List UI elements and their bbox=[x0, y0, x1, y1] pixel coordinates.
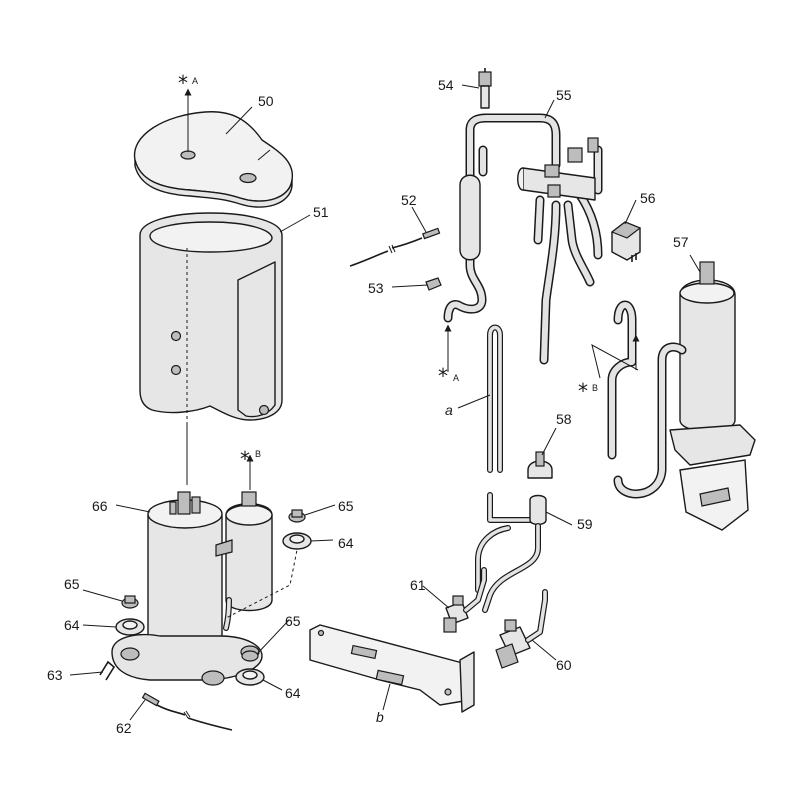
callout-b: b bbox=[376, 709, 384, 725]
part-61-service-valve bbox=[443, 567, 487, 633]
callout-66: 66 bbox=[92, 498, 108, 514]
callout-64-right-top: 64 bbox=[338, 535, 354, 551]
marker-a-pipe: * A bbox=[438, 324, 459, 388]
marker-b-compressor: * B bbox=[240, 447, 261, 490]
svg-text:*: * bbox=[438, 364, 448, 388]
svg-text:B: B bbox=[592, 383, 598, 393]
part-59-strainer bbox=[475, 492, 547, 613]
part-64-grommet-right-top bbox=[282, 532, 312, 550]
part-65-nut-right-top bbox=[288, 509, 306, 523]
part-65-nut-right-bottom bbox=[241, 650, 259, 662]
part-66-compressor bbox=[111, 491, 263, 686]
callout-a: a bbox=[445, 402, 453, 418]
callout-65-right-top: 65 bbox=[338, 498, 354, 514]
callout-60: 60 bbox=[556, 657, 572, 673]
part-52-sensor-wire bbox=[349, 227, 441, 267]
part-65-nut-left bbox=[121, 595, 139, 609]
accumulator bbox=[215, 491, 299, 631]
part-54-pressure-sensor bbox=[478, 68, 492, 109]
callout-51: 51 bbox=[313, 204, 329, 220]
part-51-insulation-jacket bbox=[139, 212, 283, 425]
marker-a-top: * A bbox=[178, 71, 198, 152]
part-63-clip bbox=[99, 660, 116, 681]
callout-64-left: 64 bbox=[64, 617, 80, 633]
callout-54: 54 bbox=[438, 77, 454, 93]
callout-58: 58 bbox=[556, 411, 572, 427]
svg-text:*: * bbox=[578, 379, 588, 403]
callout-labels: 50 51 52 53 54 55 56 57 58 59 60 61 62 6… bbox=[47, 77, 689, 736]
part-58-clip bbox=[527, 451, 553, 479]
callout-65-left: 65 bbox=[64, 576, 80, 592]
callout-56: 56 bbox=[640, 190, 656, 206]
part-50-top-cover bbox=[133, 111, 294, 208]
callout-62: 62 bbox=[116, 720, 132, 736]
part-53-connector bbox=[425, 277, 442, 291]
marker-b-accumulator: * B bbox=[578, 334, 640, 403]
part-57-accumulator-assembly bbox=[607, 261, 756, 531]
part-55-piping-assembly bbox=[443, 113, 603, 365]
callout-57: 57 bbox=[673, 234, 689, 250]
callout-50: 50 bbox=[258, 93, 274, 109]
svg-text:A: A bbox=[192, 76, 198, 86]
leader-lines bbox=[69, 84, 701, 721]
part-a-capillary-tube bbox=[487, 324, 503, 473]
callout-59: 59 bbox=[577, 516, 593, 532]
part-60-service-valve bbox=[495, 589, 548, 669]
part-56-solenoid-coil bbox=[610, 221, 642, 262]
callout-53: 53 bbox=[368, 280, 384, 296]
svg-text:*: * bbox=[240, 447, 250, 471]
callout-63: 63 bbox=[47, 667, 63, 683]
callout-64-right-bottom: 64 bbox=[285, 685, 301, 701]
svg-text:B: B bbox=[255, 449, 261, 459]
callout-61: 61 bbox=[410, 577, 426, 593]
svg-text:*: * bbox=[178, 71, 188, 95]
part-62-sensor-wire bbox=[141, 692, 233, 731]
part-64-grommet-left bbox=[115, 618, 145, 636]
part-b-mounting-bracket bbox=[309, 624, 475, 713]
callout-52: 52 bbox=[401, 192, 417, 208]
part-64-grommet-right-bottom bbox=[235, 668, 265, 686]
callout-65-right-bottom: 65 bbox=[285, 613, 301, 629]
callout-55: 55 bbox=[556, 87, 572, 103]
svg-text:A: A bbox=[453, 373, 459, 383]
